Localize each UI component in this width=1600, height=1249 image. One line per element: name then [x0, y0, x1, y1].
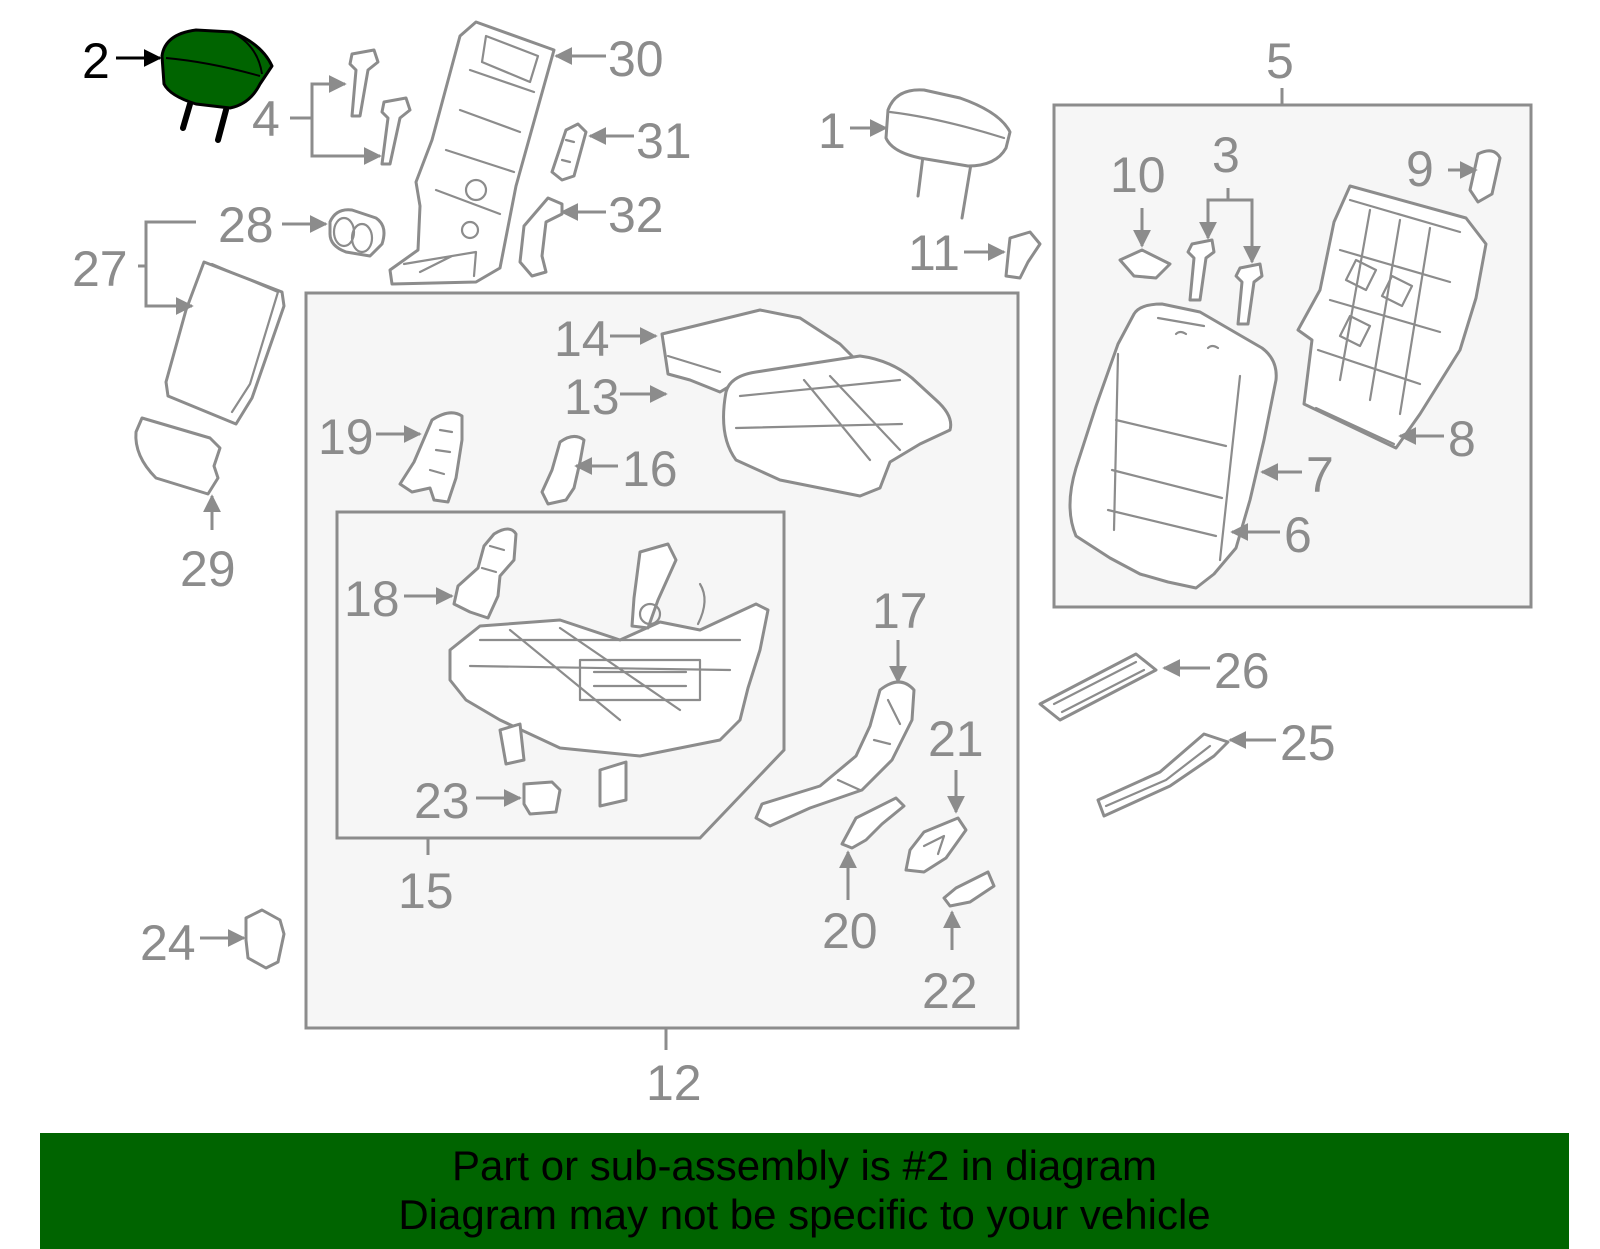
- part-8-seatback-frame: [1296, 184, 1488, 450]
- part-3-headrest-guides: [1186, 238, 1264, 326]
- callout-24: 24: [140, 915, 196, 971]
- part-10-button: [1118, 248, 1172, 280]
- part-4-headrest-guides: [348, 48, 412, 166]
- part-2-headrest[interactable]: [160, 28, 274, 143]
- part-11-clip: [1004, 230, 1042, 280]
- leader-4b: [310, 118, 382, 165]
- part-32-trim: [518, 196, 564, 278]
- callout-29: 29: [180, 541, 236, 597]
- callout-19: 19: [318, 409, 374, 465]
- callout-21: 21: [928, 711, 984, 767]
- banner-line-1: Part or sub-assembly is #2 in diagram: [452, 1142, 1157, 1189]
- seat-frame: [448, 542, 770, 808]
- part-23-pad: [522, 780, 562, 816]
- callout-2: 2: [82, 33, 110, 89]
- callout-1: 1: [818, 103, 846, 159]
- part-21-handle: [904, 816, 968, 874]
- part-30-seatback-frame: [388, 20, 556, 286]
- part-20-bracket: [840, 796, 906, 850]
- callout-32: 32: [608, 187, 664, 243]
- callout-26: 26: [1214, 643, 1270, 699]
- callout-22: 22: [922, 963, 978, 1019]
- callout-27: 27: [72, 241, 128, 297]
- callout-12: 12: [646, 1055, 702, 1111]
- callout-14: 14: [554, 311, 610, 367]
- part-19-side-cover: [398, 411, 464, 504]
- part-28-cup-holder: [328, 208, 386, 258]
- callout-18: 18: [344, 571, 400, 627]
- part-13-seat-cushion: [722, 354, 953, 498]
- callout-15: 15: [398, 863, 454, 919]
- callout-31: 31: [636, 113, 692, 169]
- callout-7: 7: [1306, 447, 1334, 503]
- callout-8: 8: [1448, 411, 1476, 467]
- callout-13: 13: [564, 369, 620, 425]
- callout-9: 9: [1406, 141, 1434, 197]
- part-7-seatback-cushion: [1068, 302, 1278, 590]
- part-16-bracket: [540, 435, 586, 506]
- callout-30: 30: [608, 31, 664, 87]
- callout-25: 25: [1280, 715, 1336, 771]
- callout-3: 3: [1212, 127, 1240, 183]
- info-banner: Part or sub-assembly is #2 in diagram Di…: [40, 1133, 1569, 1249]
- callout-20: 20: [822, 903, 878, 959]
- leader-3b: [1228, 198, 1261, 264]
- part-31-bracket: [550, 122, 588, 182]
- part-1-headrest: [884, 88, 1012, 220]
- callout-17: 17: [872, 583, 928, 639]
- part-24-cover: [244, 908, 286, 970]
- leader-4a: [290, 75, 347, 120]
- leader-3a: [1199, 188, 1230, 240]
- banner-line-2: Diagram may not be specific to your vehi…: [398, 1191, 1211, 1238]
- callout-28: 28: [218, 197, 274, 253]
- callout-10: 10: [1110, 147, 1166, 203]
- part-29-armrest-cover: [134, 416, 222, 496]
- callout-11: 11: [908, 225, 960, 281]
- callout-4: 4: [252, 91, 280, 147]
- part-22-knob: [942, 870, 996, 908]
- part-25-rail-cover: [1096, 732, 1230, 818]
- part-26-rail-cover: [1038, 652, 1158, 722]
- part-18-hinge-cover: [452, 527, 518, 620]
- callout-23: 23: [414, 773, 470, 829]
- leader-27: [144, 220, 196, 315]
- callout-6: 6: [1284, 507, 1312, 563]
- part-27-armrest: [164, 260, 286, 426]
- callout-5: 5: [1266, 33, 1294, 89]
- callout-16: 16: [622, 441, 678, 497]
